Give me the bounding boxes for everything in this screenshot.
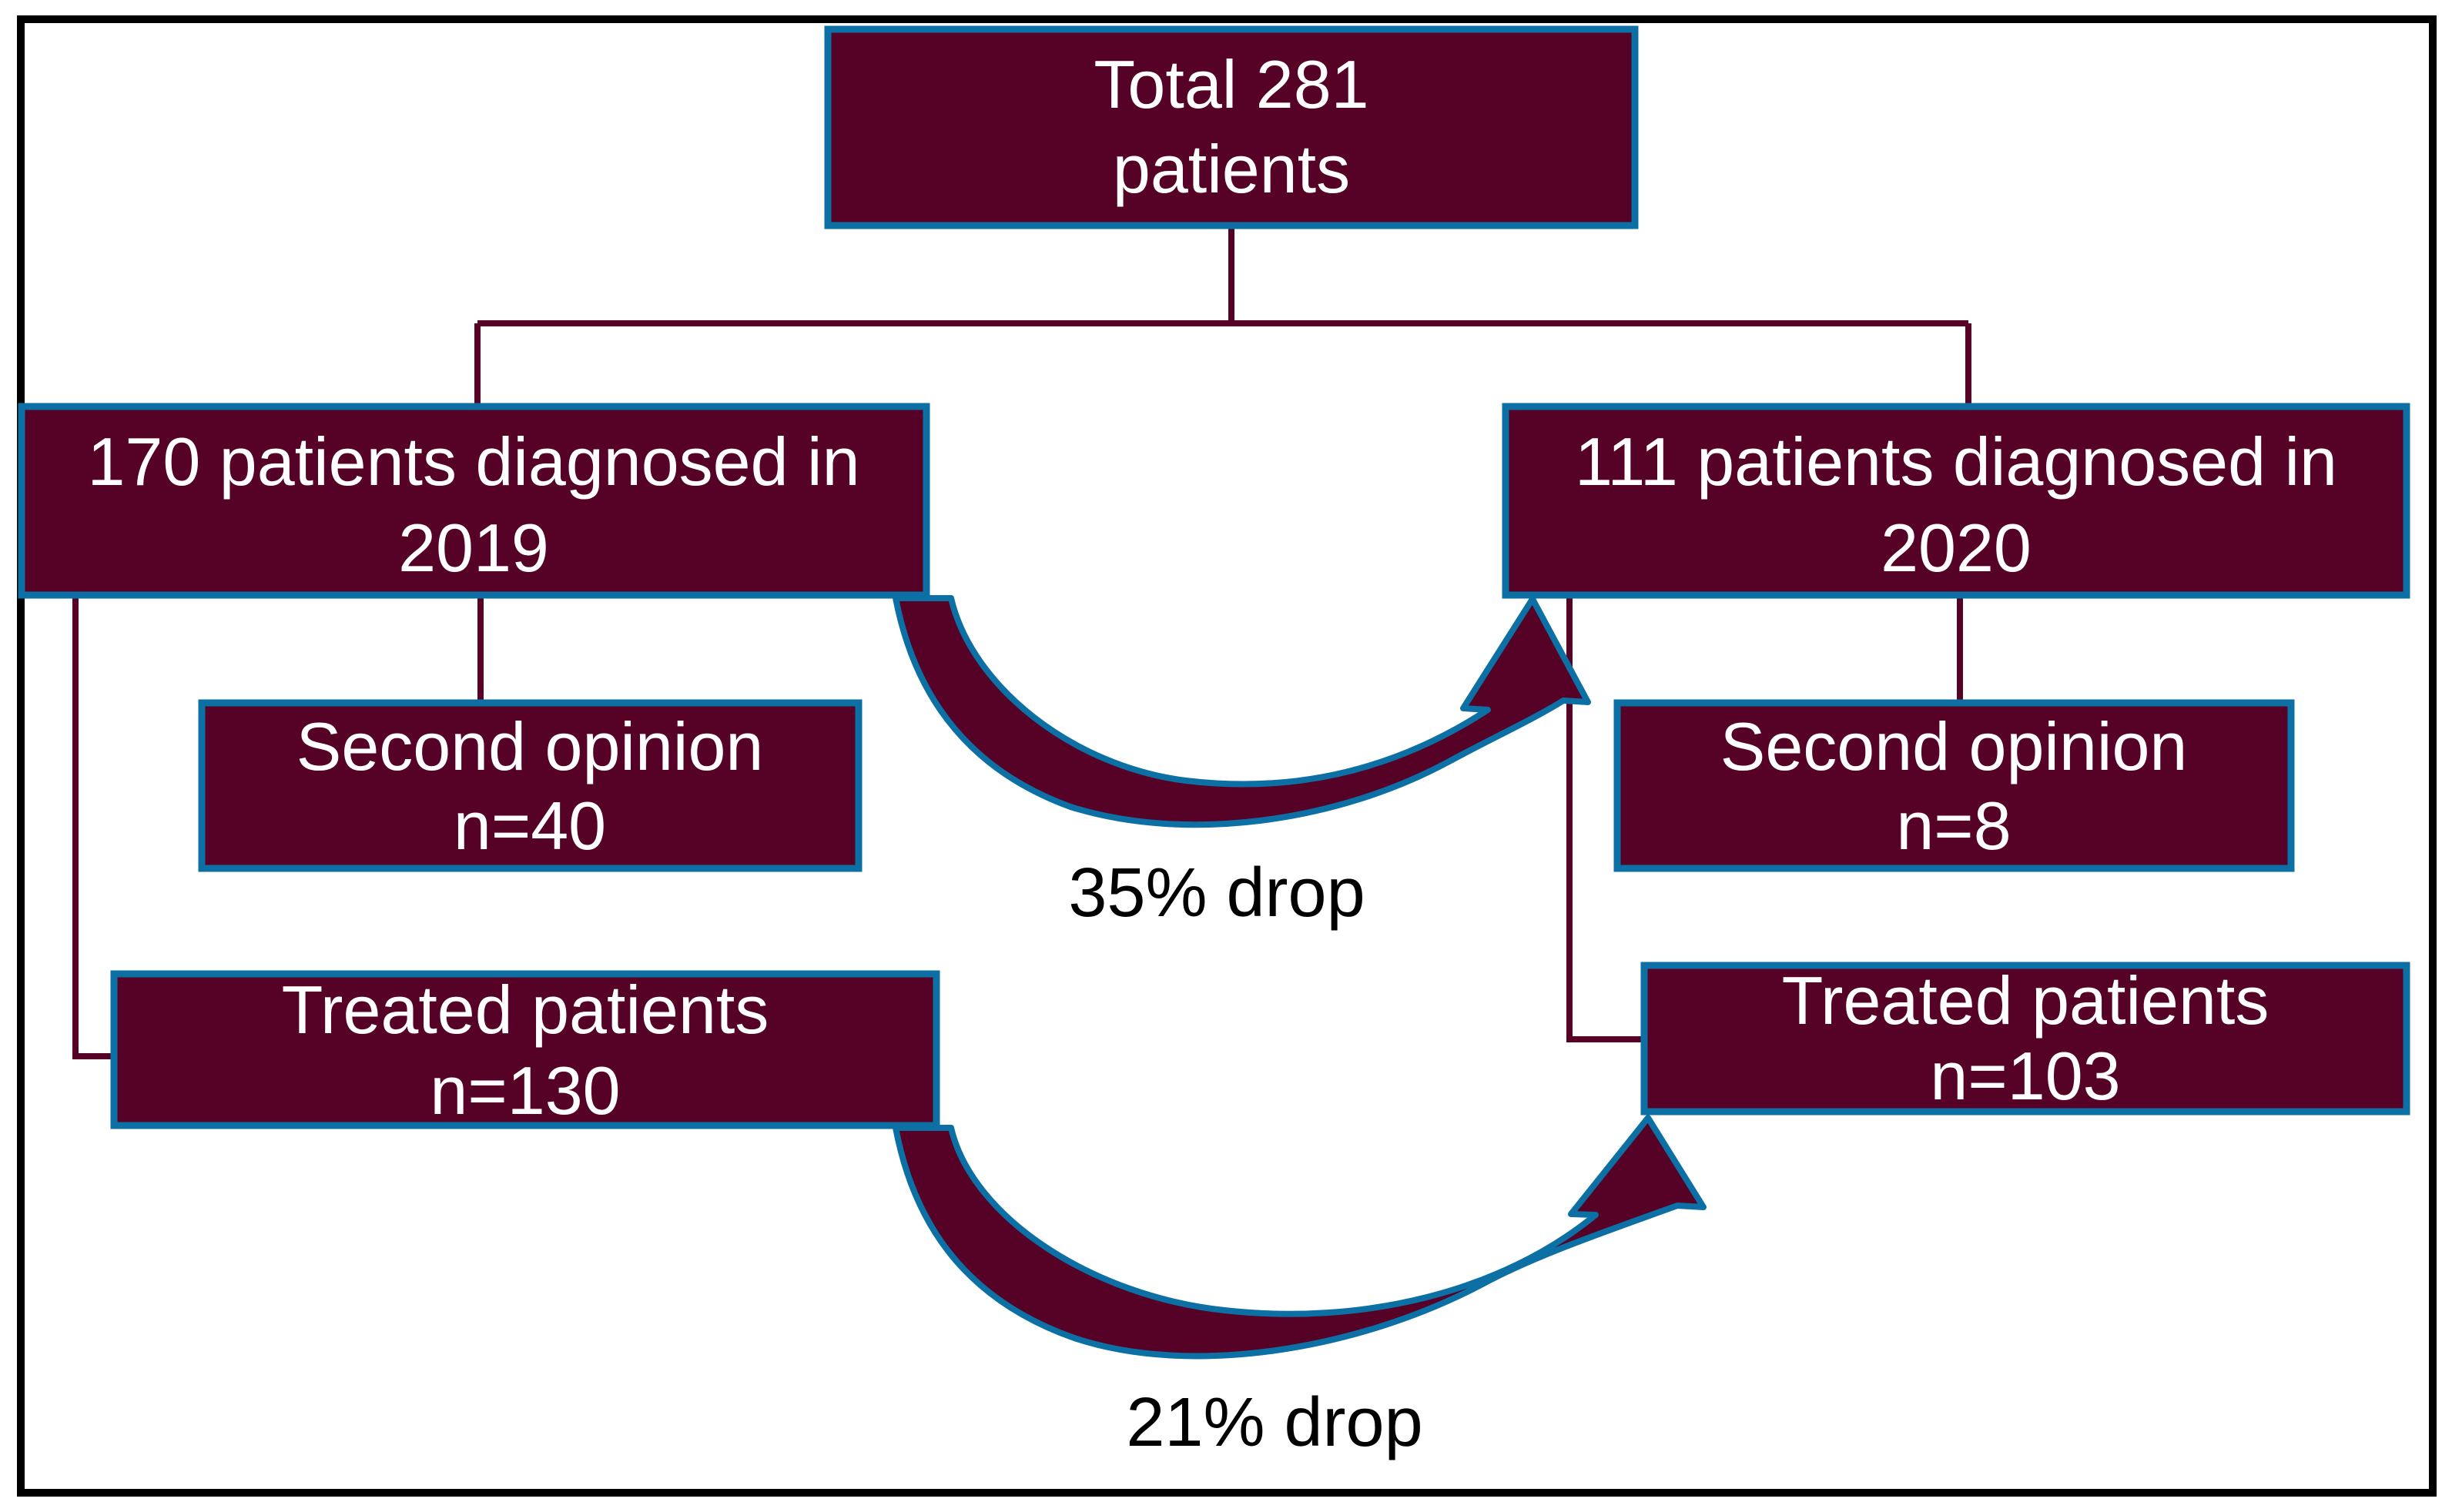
node-diagnosed-2020: 111 patients diagnosed in 2020 <box>1502 403 2410 599</box>
node-treated-2020: Treated patients n=103 <box>1640 962 2410 1116</box>
treated-2020-line2: n=103 <box>1930 1038 2120 1114</box>
total-patients-box <box>824 25 1639 229</box>
connector-2019-to-treated-elbow <box>72 595 114 1059</box>
treated-2019-line2: n=130 <box>430 1052 620 1129</box>
second-opinion-2020-line2: n=8 <box>1896 788 2011 864</box>
second-opinion-2019-line1: Second opinion <box>296 708 764 784</box>
treated-2020-line1: Treated patients <box>1782 962 2269 1039</box>
treated-2019-box <box>110 970 940 1129</box>
total-patients-line2: patients <box>1113 131 1350 207</box>
drop-label-21: 21% drop <box>1126 1384 1422 1461</box>
connector-2020-to-treated-elbow <box>1566 595 1644 1042</box>
curved-arrow-35-drop <box>893 595 1591 828</box>
node-second-opinion-2020: Second opinion n=8 <box>1613 699 2295 872</box>
drop-label-35: 35% drop <box>1068 855 1365 932</box>
diagnosed-2019-box <box>18 403 930 599</box>
second-opinion-2020-line1: Second opinion <box>1720 708 2188 784</box>
diagnosed-2019-line2: 2019 <box>398 510 549 586</box>
diagnosed-2020-line1: 111 patients diagnosed in <box>1575 423 2337 500</box>
curved-arrow-21-drop <box>893 1115 1707 1360</box>
diagnosed-2020-line2: 2020 <box>1881 510 2032 586</box>
treated-2020-box <box>1640 962 2410 1116</box>
second-opinion-2019-box <box>198 699 863 872</box>
total-patients-line1: Total 281 <box>1094 46 1368 122</box>
node-second-opinion-2019: Second opinion n=40 <box>198 699 863 872</box>
second-opinion-2019-line2: n=40 <box>454 788 606 864</box>
treated-2019-line1: Treated patients <box>282 972 769 1048</box>
second-opinion-2020-box <box>1613 699 2295 872</box>
node-diagnosed-2019: 170 patients diagnosed in 2019 <box>18 403 930 599</box>
node-treated-2019: Treated patients n=130 <box>110 970 940 1129</box>
outer-frame-border <box>17 15 2437 1497</box>
node-total-patients: Total 281 patients <box>824 25 1639 229</box>
diagnosed-2019-line1: 170 patients diagnosed in <box>87 423 859 500</box>
diagnosed-2020-box <box>1502 403 2410 599</box>
